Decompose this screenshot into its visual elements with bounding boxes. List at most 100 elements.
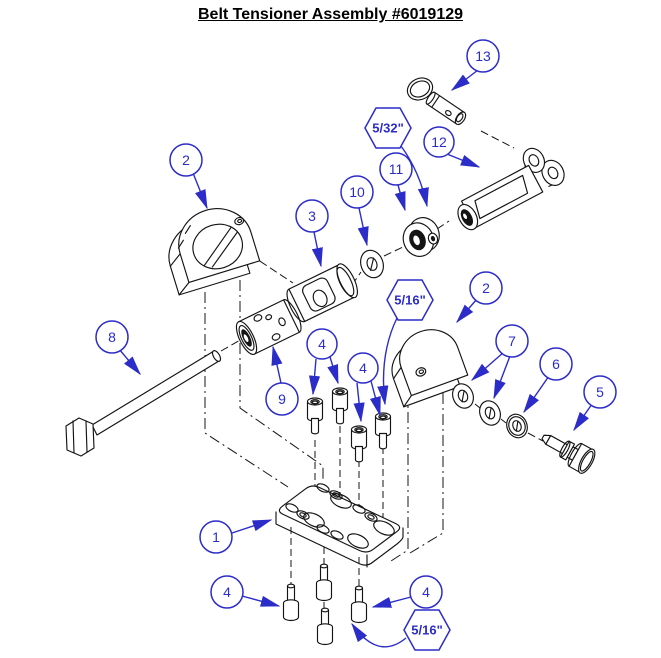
leader-2-left [192, 172, 208, 210]
hex-5-16-lower-label: 5/16" [411, 623, 442, 638]
callout-12-label: 12 [431, 134, 447, 150]
leader-hex-5-16-upper [377, 317, 398, 406]
callout-2-left: 2 [169, 143, 203, 177]
part-4-screw [350, 585, 368, 624]
part-3-slotted-spacer [286, 263, 359, 323]
pin-body [425, 91, 467, 126]
projection-line-right-bracket [390, 391, 409, 562]
part-4-screw [282, 583, 300, 622]
axis-segment [383, 246, 404, 257]
callout-10: 10 [340, 175, 374, 209]
hex-5-32-label: 5/32" [372, 121, 403, 136]
callout-4-top-right-label: 4 [359, 360, 367, 376]
part-11-shaft-collar [402, 217, 440, 257]
axis-segment [220, 338, 243, 352]
axis-segment-right [474, 403, 481, 409]
hex-5-32: 5/32" [364, 107, 412, 149]
callout-13-label: 13 [475, 48, 491, 64]
leader-8 [118, 348, 141, 376]
leader-7b [493, 355, 511, 400]
part-12-clevis [457, 147, 565, 231]
part-4-screw [315, 563, 333, 602]
part-2-bracket-right [391, 329, 469, 408]
part-4-screw [331, 387, 349, 425]
leader-12 [446, 153, 481, 168]
callout-11: 11 [379, 152, 413, 186]
size-hexagons: 5/32" 5/16" 5/16" [364, 107, 451, 651]
part-4-screw [306, 397, 324, 435]
projection-line-left-bracket [239, 280, 324, 481]
callout-6-label: 6 [552, 356, 560, 372]
leader-1 [231, 519, 273, 534]
callout-4-bottom-right-label: 4 [422, 584, 430, 600]
callout-balloons: 1 2 2 3 4 4 4 [95, 39, 617, 609]
callout-5-label: 5 [596, 384, 604, 400]
callout-2-left-label: 2 [182, 152, 190, 168]
leader-10 [357, 207, 369, 247]
callout-7: 7 [495, 324, 529, 358]
axis-segment-right [500, 418, 507, 424]
callout-4-top-left-label: 4 [318, 336, 326, 352]
leader-lines [118, 69, 593, 648]
leader-6 [523, 375, 550, 414]
callout-4-top-left: 4 [306, 328, 338, 360]
diagram-title-text: Belt Tensioner Assembly #6019129 [197, 6, 464, 23]
axis-segment-pin-to-clevis [480, 130, 515, 149]
callout-4-top-right: 4 [347, 352, 379, 384]
callout-3-label: 3 [308, 208, 316, 224]
hex-5-16-upper: 5/16" [386, 279, 434, 321]
part-4-screw [374, 412, 392, 450]
part-6-lock-washer [506, 413, 528, 439]
callout-2-right-label: 2 [482, 280, 490, 296]
leader-4c [241, 595, 281, 607]
callout-4-bottom-left: 4 [210, 575, 244, 609]
leader-3 [311, 231, 323, 268]
leader-4d [371, 596, 412, 608]
part-10-washer [360, 249, 384, 279]
part-1-base-plate [275, 483, 404, 568]
callout-11-label: 11 [389, 161, 404, 177]
axis-segment-right [527, 432, 544, 442]
part-7-washer-a [452, 383, 474, 409]
callout-8-label: 8 [108, 329, 116, 345]
callout-10-label: 10 [349, 184, 365, 200]
callout-12: 12 [423, 126, 455, 158]
callout-3: 3 [295, 199, 329, 233]
callout-1-label: 1 [212, 529, 220, 545]
diagram-title: Belt Tensioner Assembly #6019129 [0, 6, 661, 24]
leader-11 [394, 184, 406, 212]
part-9-drilled-spacer [235, 299, 302, 356]
leader-9 [271, 345, 283, 384]
leader-7a [470, 351, 505, 381]
callout-9: 9 [265, 382, 299, 416]
callout-1: 1 [199, 520, 233, 554]
callout-4-bottom-right: 4 [409, 575, 443, 609]
leader-13 [450, 69, 479, 91]
hex-head [65, 417, 95, 457]
leader-4b1 [353, 382, 365, 423]
part-4-screw [316, 607, 334, 646]
callout-13: 13 [466, 39, 500, 73]
part-5-shoulder-bolt [541, 434, 596, 474]
projection-line-right-bracket [409, 393, 444, 554]
part-2-bracket-left [168, 208, 261, 296]
callout-4-bottom-left-label: 4 [223, 584, 231, 600]
hex-5-16-lower: 5/16" [403, 609, 451, 651]
part-4-screw [350, 425, 368, 463]
part-13-pin [406, 77, 467, 126]
callout-7-label: 7 [508, 333, 516, 349]
leader-5 [573, 403, 593, 432]
hex-5-16-upper-label: 5/16" [394, 293, 425, 308]
leader-hex-5-32 [400, 145, 429, 208]
leader-2-right [456, 298, 478, 324]
leader-hex-5-16-lower [351, 622, 407, 648]
leader-4b2 [369, 380, 381, 417]
leader-4a2 [327, 356, 339, 385]
axis-segment-bracket-hole [239, 247, 294, 284]
leader-4a1 [308, 358, 321, 396]
part-8-long-bolt [65, 350, 222, 457]
plate-holes [285, 483, 395, 549]
pin-ring [406, 77, 434, 101]
